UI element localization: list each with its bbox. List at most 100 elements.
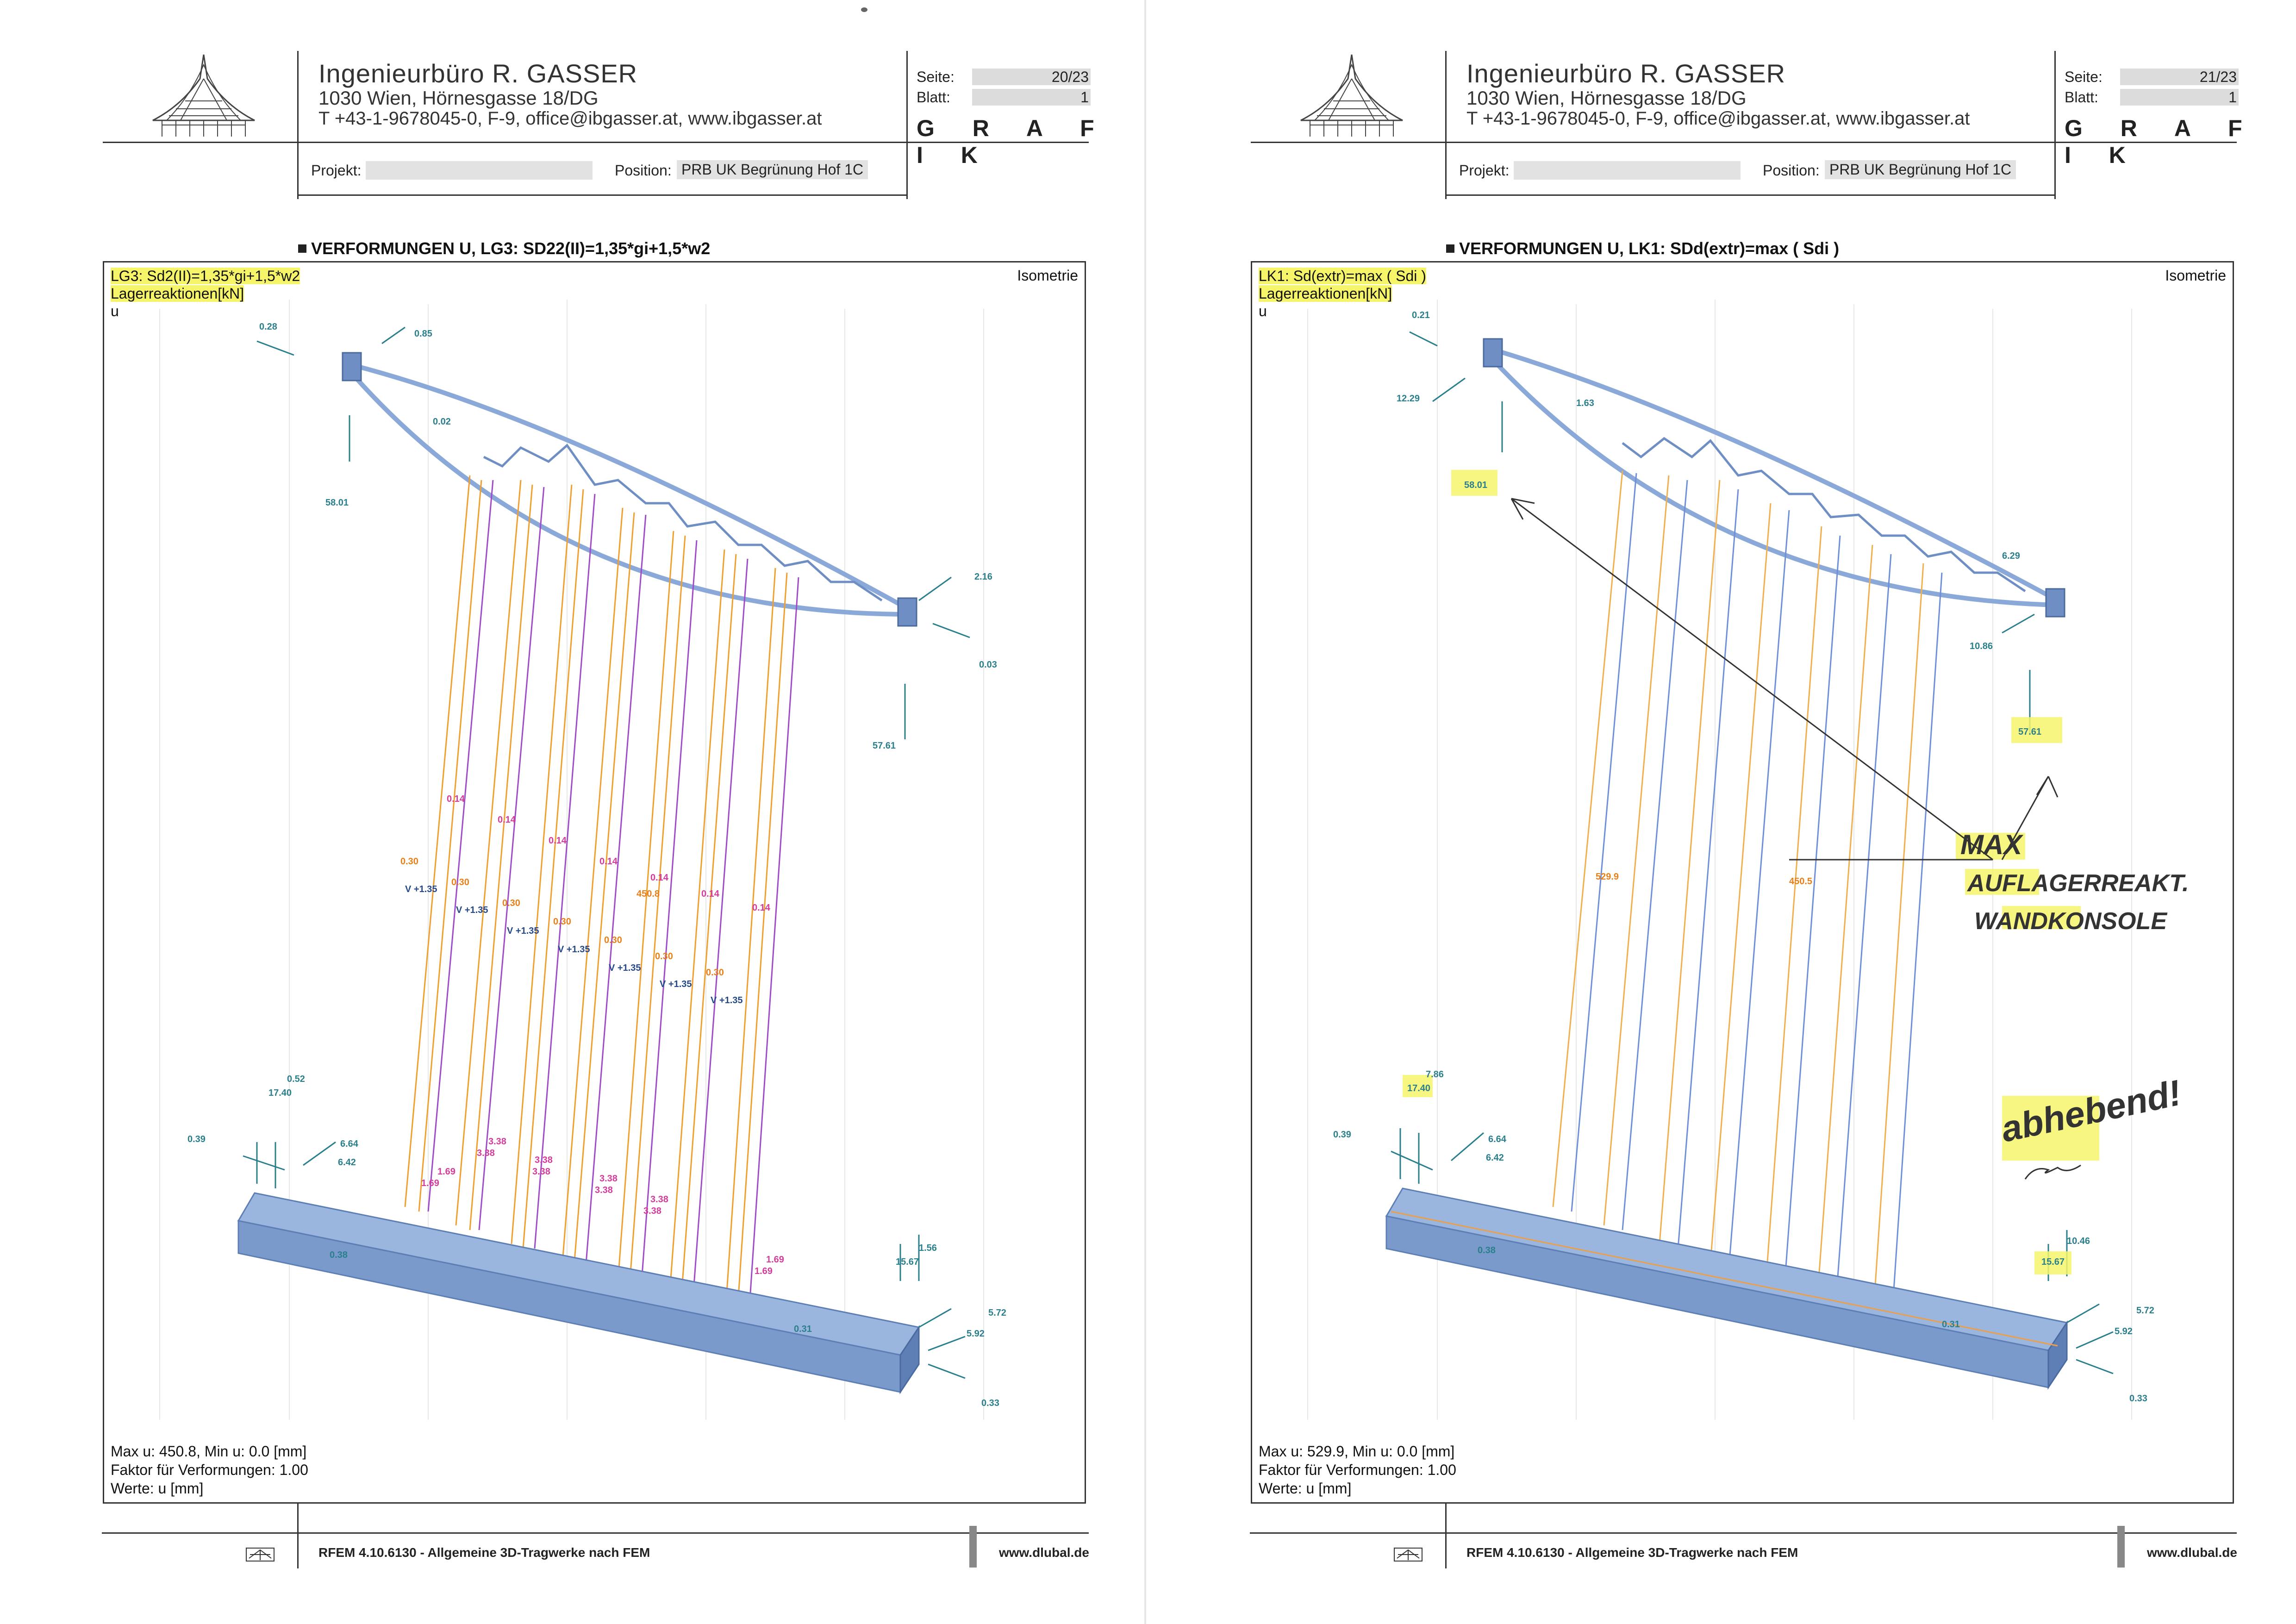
unit-label: Lagerreaktionen[kN] [1259, 285, 1392, 302]
structure-drawing: 0.28 0.85 0.02 58.01 2.16 0.03 57.61 0.1… [159, 300, 1006, 1420]
header-divider [297, 51, 299, 199]
blatt-label: Blatt: [2065, 89, 2098, 106]
reaction-arrows [243, 326, 970, 1379]
hangers-blue [1571, 473, 1943, 1332]
rfem-logo-icon [246, 1548, 275, 1562]
handwriting-auflager: AUFLAGERREAKT. [1966, 870, 2189, 897]
stats-max: Max u: 450.8, Min u: 0.0 [mm] [111, 1443, 307, 1460]
company-block: Ingenieurbüro R. GASSER 1030 Wien, Hörne… [1466, 59, 1970, 129]
company-block: Ingenieurbüro R. GASSER 1030 Wien, Hörne… [318, 59, 822, 129]
max-label: 450.5 [1789, 876, 1812, 887]
max-label: 450.8 [636, 889, 660, 899]
projekt-redacted [1514, 161, 1741, 180]
view-label: Isometrie [1017, 267, 1078, 284]
handwriting: MAX AUFLAGERREAKT. WANDKONSOLE abhebend! [1960, 829, 2189, 1150]
reaction-label: 0.39 [1333, 1130, 1351, 1140]
header-divider [906, 51, 908, 199]
page-meta: Seite:20/23 Blatt:1 [917, 69, 1092, 109]
orange-label: 0.30 [553, 917, 571, 927]
max-label: 529.9 [1596, 872, 1619, 882]
footer-url: www.dlubal.de [999, 1545, 1089, 1560]
rfem-logo-icon [1394, 1548, 1423, 1562]
handwriting-max: MAX [1960, 829, 2024, 860]
load-value: 3.38 [488, 1137, 506, 1147]
reaction-label: 0.02 [433, 417, 451, 427]
reaction-label: 15.67 [896, 1257, 919, 1267]
deformation-label: 0.14 [650, 873, 669, 883]
reaction-label: 57.61 [2018, 727, 2041, 737]
variable-label: u [111, 303, 119, 319]
reaction-label: 10.86 [1970, 641, 1993, 651]
document-page-left: Ingenieurbüro R. GASSER 1030 Wien, Hörne… [102, 51, 1110, 1568]
variable-label: u [1259, 303, 1267, 319]
projekt-redacted [366, 161, 593, 180]
reaction-label: 57.61 [873, 741, 896, 751]
plot-legend: LG3: Sd2(II)=1,35*gi+1,5*w2 Lagerreaktio… [111, 267, 300, 320]
background-gridlines [159, 300, 984, 1420]
company-contact: T +43-1-9678045-0, F-9, office@ibgasser.… [1466, 108, 1970, 129]
marker-highlights [1403, 470, 2099, 1274]
orange-label: 0.30 [451, 877, 469, 887]
header-divider [2054, 51, 2056, 199]
title-bullet [1446, 244, 1454, 253]
grafik-label: G R A F I K [2065, 115, 2258, 168]
deformation-label: 0.14 [752, 903, 771, 913]
reaction-label: 0.52 [287, 1074, 305, 1084]
position-label: Position: [1763, 162, 1820, 179]
hangers-orange [1552, 470, 1924, 1328]
reaction-label: 0.85 [414, 329, 432, 339]
reaction-label: 0.38 [330, 1250, 348, 1260]
reaction-label: 6.29 [2002, 551, 2020, 561]
blatt-label: Blatt: [917, 89, 950, 106]
blatt-value: 1 [972, 89, 1091, 106]
company-name: Ingenieurbüro R. GASSER [318, 59, 638, 88]
plot-frame: 0.28 0.85 0.02 58.01 2.16 0.03 57.61 0.1… [103, 261, 1086, 1504]
stats-max: Max u: 529.9, Min u: 0.0 [mm] [1259, 1443, 1455, 1460]
truss [349, 362, 911, 617]
grafik-label: G R A F I K [917, 115, 1110, 168]
stats-units: Werte: u [mm] [111, 1480, 204, 1497]
reaction-label: 0.21 [1412, 310, 1430, 320]
load-value: 1.69 [766, 1255, 784, 1265]
reaction-label: 5.92 [967, 1329, 985, 1339]
load-case-label: LK1: Sd(extr)=max ( Sdi ) [1259, 268, 1426, 284]
plot-title: VERFORMUNGEN U, LG3: SD22(II)=1,35*gi+1,… [311, 239, 711, 258]
position-label: Position: [615, 162, 672, 179]
orange-label: 0.30 [706, 968, 724, 978]
deformation-label: 0.14 [498, 815, 516, 825]
deformation-label: 0.14 [599, 856, 618, 867]
handwritten-arrows [1510, 498, 2081, 1180]
scan-artifact [861, 7, 867, 12]
orange-label: 0.30 [604, 935, 622, 945]
reaction-label: 6.64 [1488, 1134, 1507, 1144]
load-label: V +1.35 [711, 995, 743, 1006]
load-value: 3.38 [650, 1194, 668, 1205]
reaction-label: 58.01 [325, 498, 349, 508]
software-label: RFEM 4.10.6130 - Allgemeine 3D-Tragwerke… [318, 1545, 650, 1560]
reaction-label: 0.31 [1942, 1319, 1960, 1330]
reaction-label: 6.42 [338, 1157, 356, 1168]
hangers-purple [427, 480, 799, 1335]
value-labels: 0.21 12.29 1.63 58.01 6.29 10.86 57.61 5… [1333, 310, 2154, 1404]
load-value: 1.69 [437, 1167, 455, 1177]
reaction-label: 6.42 [1486, 1153, 1504, 1163]
load-value: 1.69 [755, 1266, 773, 1276]
unit-label: Lagerreaktionen[kN] [111, 285, 244, 302]
reaction-label: 12.29 [1397, 394, 1420, 404]
load-value: 3.38 [643, 1206, 661, 1216]
company-address: 1030 Wien, Hörnesgasse 18/DG [1466, 87, 1747, 109]
footer-bar [969, 1526, 977, 1568]
load-value: 1.69 [421, 1178, 439, 1188]
seite-value: 21/23 [2120, 69, 2239, 85]
position-value: PRB UK Begrünung Hof 1C [1825, 160, 2016, 179]
load-label: V +1.35 [558, 944, 590, 955]
structure-drawing: MAX AUFLAGERREAKT. WANDKONSOLE abhebend!… [1307, 300, 2189, 1420]
reaction-label: 0.39 [187, 1134, 206, 1144]
header-divider [1445, 51, 1447, 199]
load-case-label: LG3: Sd2(II)=1,35*gi+1,5*w2 [111, 268, 300, 284]
company-logo [1300, 54, 1403, 137]
load-value: 3.38 [599, 1174, 618, 1184]
load-value: 3.38 [532, 1167, 550, 1177]
load-value: 3.38 [595, 1185, 613, 1195]
software-label: RFEM 4.10.6130 - Allgemeine 3D-Tragwerke… [1466, 1545, 1798, 1560]
